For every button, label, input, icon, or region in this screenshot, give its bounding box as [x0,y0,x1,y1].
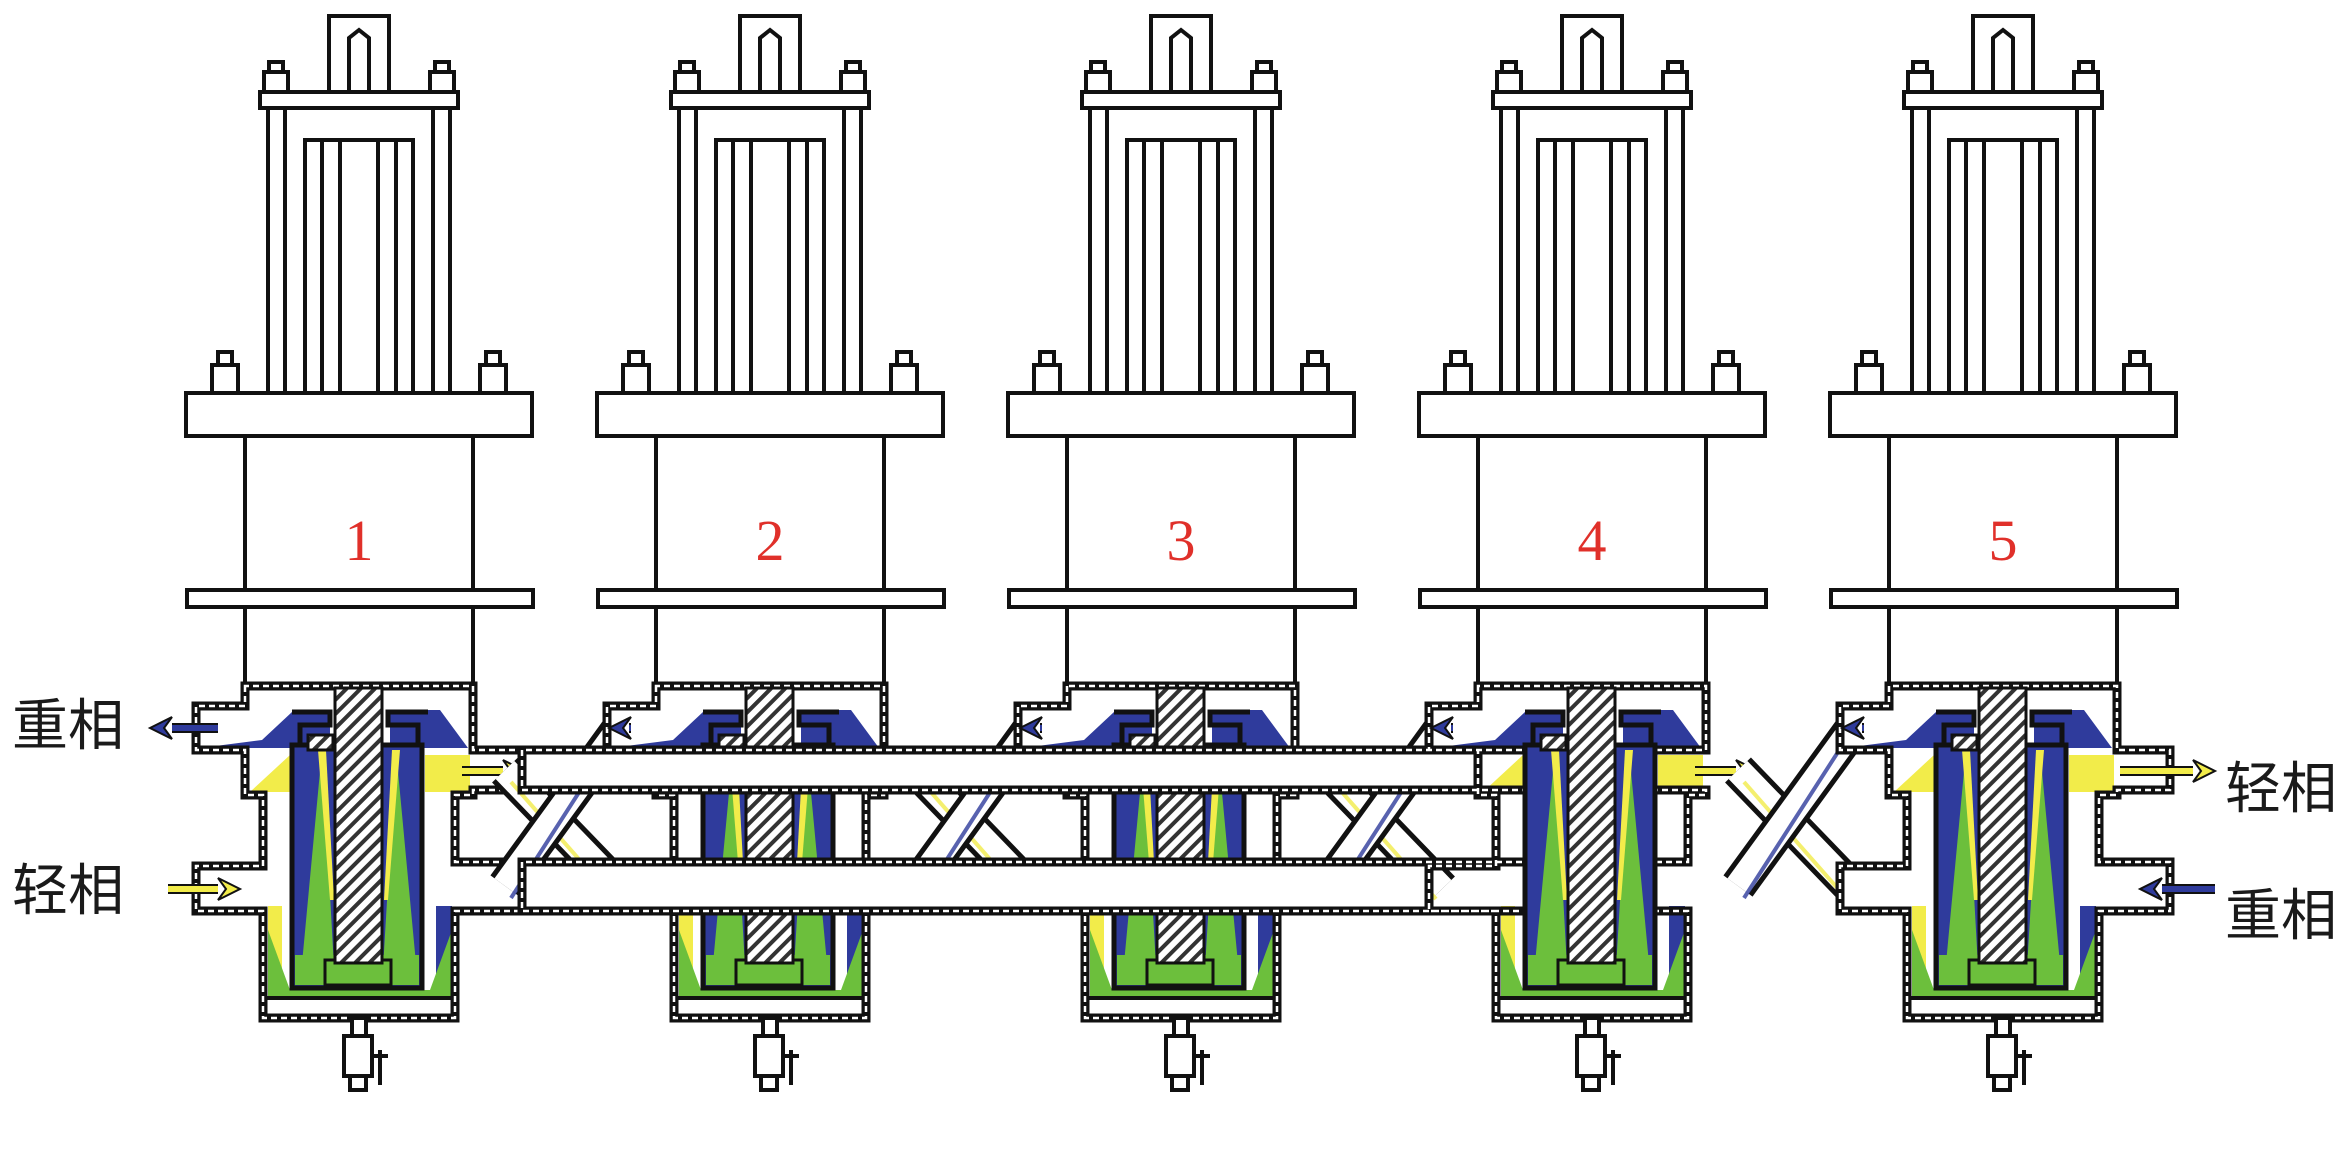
shaft [333,686,384,965]
motor-assembly [184,14,535,688]
heavy-phase-outlet-arrow-icon [1428,716,1454,740]
right-heavy-phase-label: 重相 [2225,884,2337,949]
shaft [744,686,795,965]
unit-number: 4 [1578,508,1607,573]
unit-number: 2 [756,508,785,573]
drain-valve [1986,1016,2032,1092]
unit-number: 3 [1167,508,1196,573]
extractor-unit: 2 [517,14,1046,1092]
extractor-units: 1 [147,14,2218,1092]
heavy-phase-outlet-arrow-icon [147,716,218,740]
extractor-unit: 1 [147,14,635,1092]
extractor-unit: 4 [517,14,1868,1092]
phase-labels: 重相 轻相 轻相 重相 [12,694,2337,949]
drain-valve [1575,1016,1621,1092]
motor-assembly [1417,14,1768,688]
heavy-phase-outlet-arrow-icon [1839,716,1865,740]
shaft [1977,686,2028,965]
motor-assembly [595,14,946,688]
drain-valve [1164,1016,1210,1092]
light-phase-inlet-arrow-icon [168,877,243,901]
drain-valve [342,1016,388,1092]
heavy-phase-outlet-arrow-icon [1017,716,1043,740]
separator-housing [517,681,1711,1023]
heavy-phase-outlet-arrow-icon [606,716,632,740]
left-heavy-phase-label: 重相 [12,694,124,759]
heavy-phase-transfer-pipe [1723,717,1868,900]
heavy-phase-inlet-arrow-icon [2137,877,2215,901]
unit-number: 5 [1989,508,2018,573]
extractor-unit: 5 [1828,14,2218,1092]
left-light-phase-label: 轻相 [12,859,124,924]
rotor [1933,686,2072,991]
rotor [289,686,428,991]
shaft [1566,686,1617,965]
rotor [1522,686,1661,991]
unit-number: 1 [345,508,374,573]
shaft [1155,686,1206,965]
drain-valve [753,1016,799,1092]
right-light-phase-label: 轻相 [2225,757,2337,822]
motor-assembly [1828,14,2179,688]
motor-assembly [1006,14,1357,688]
light-phase-outlet-arrow-icon [2120,759,2218,783]
